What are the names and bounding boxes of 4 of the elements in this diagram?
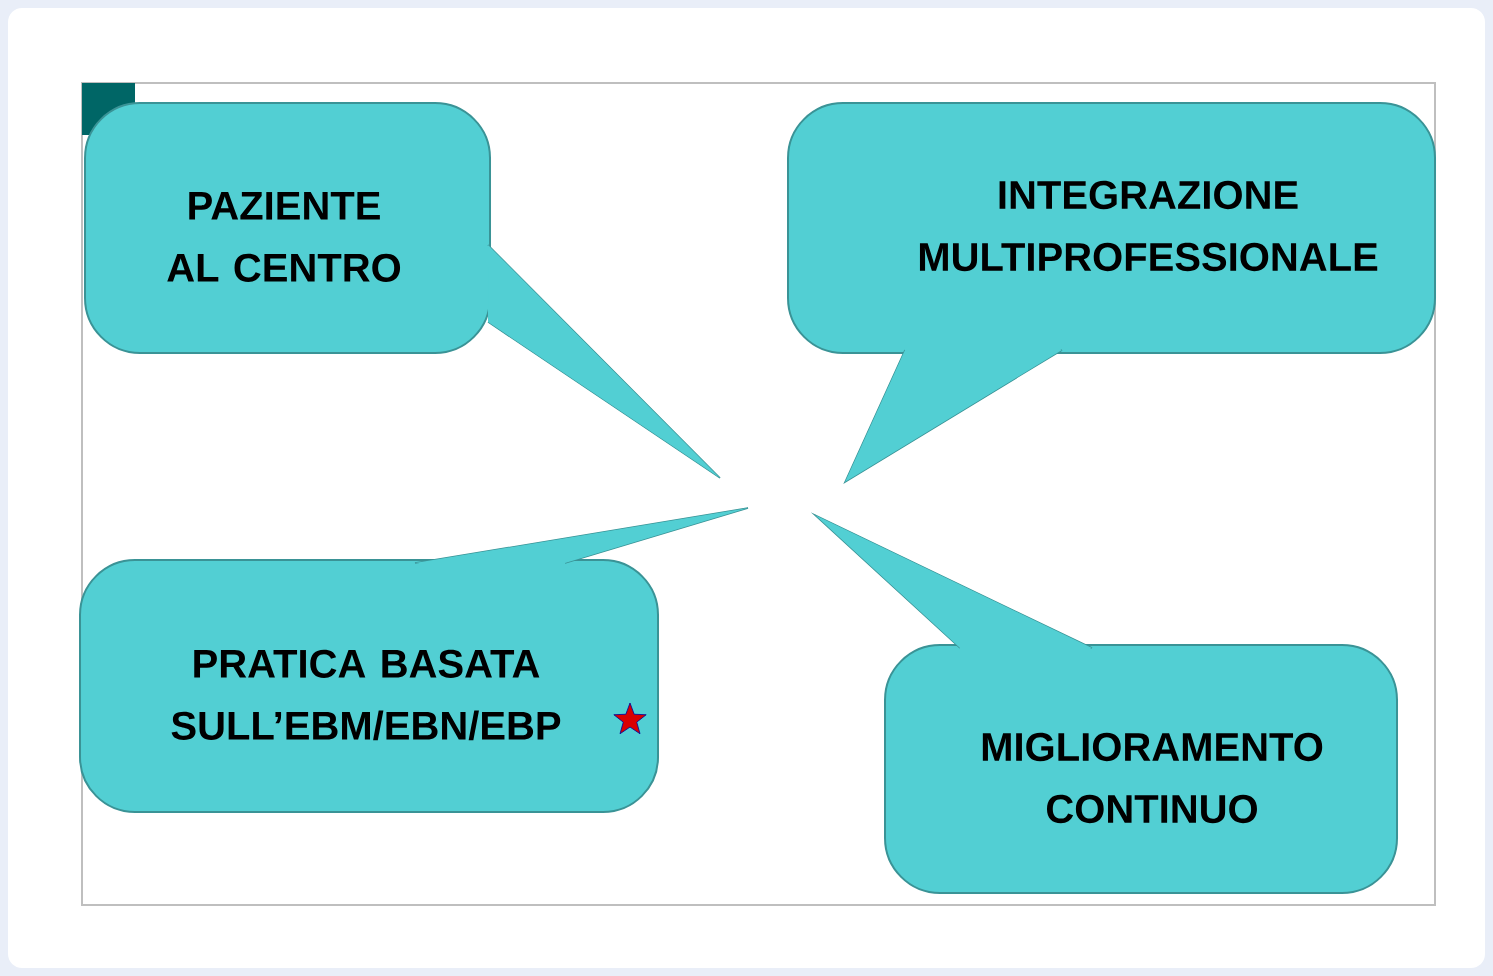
node-text: PRATICA BASATA SULL’EBM/EBN/EBP	[171, 649, 561, 741]
node-text: INTEGRAZIONE MULTIPROFESSIONALE	[919, 180, 1378, 272]
node-text: PAZIENTE AL CENTRO	[167, 192, 401, 282]
node-text: MIGLIORAMENTO CONTINUO	[982, 732, 1323, 824]
